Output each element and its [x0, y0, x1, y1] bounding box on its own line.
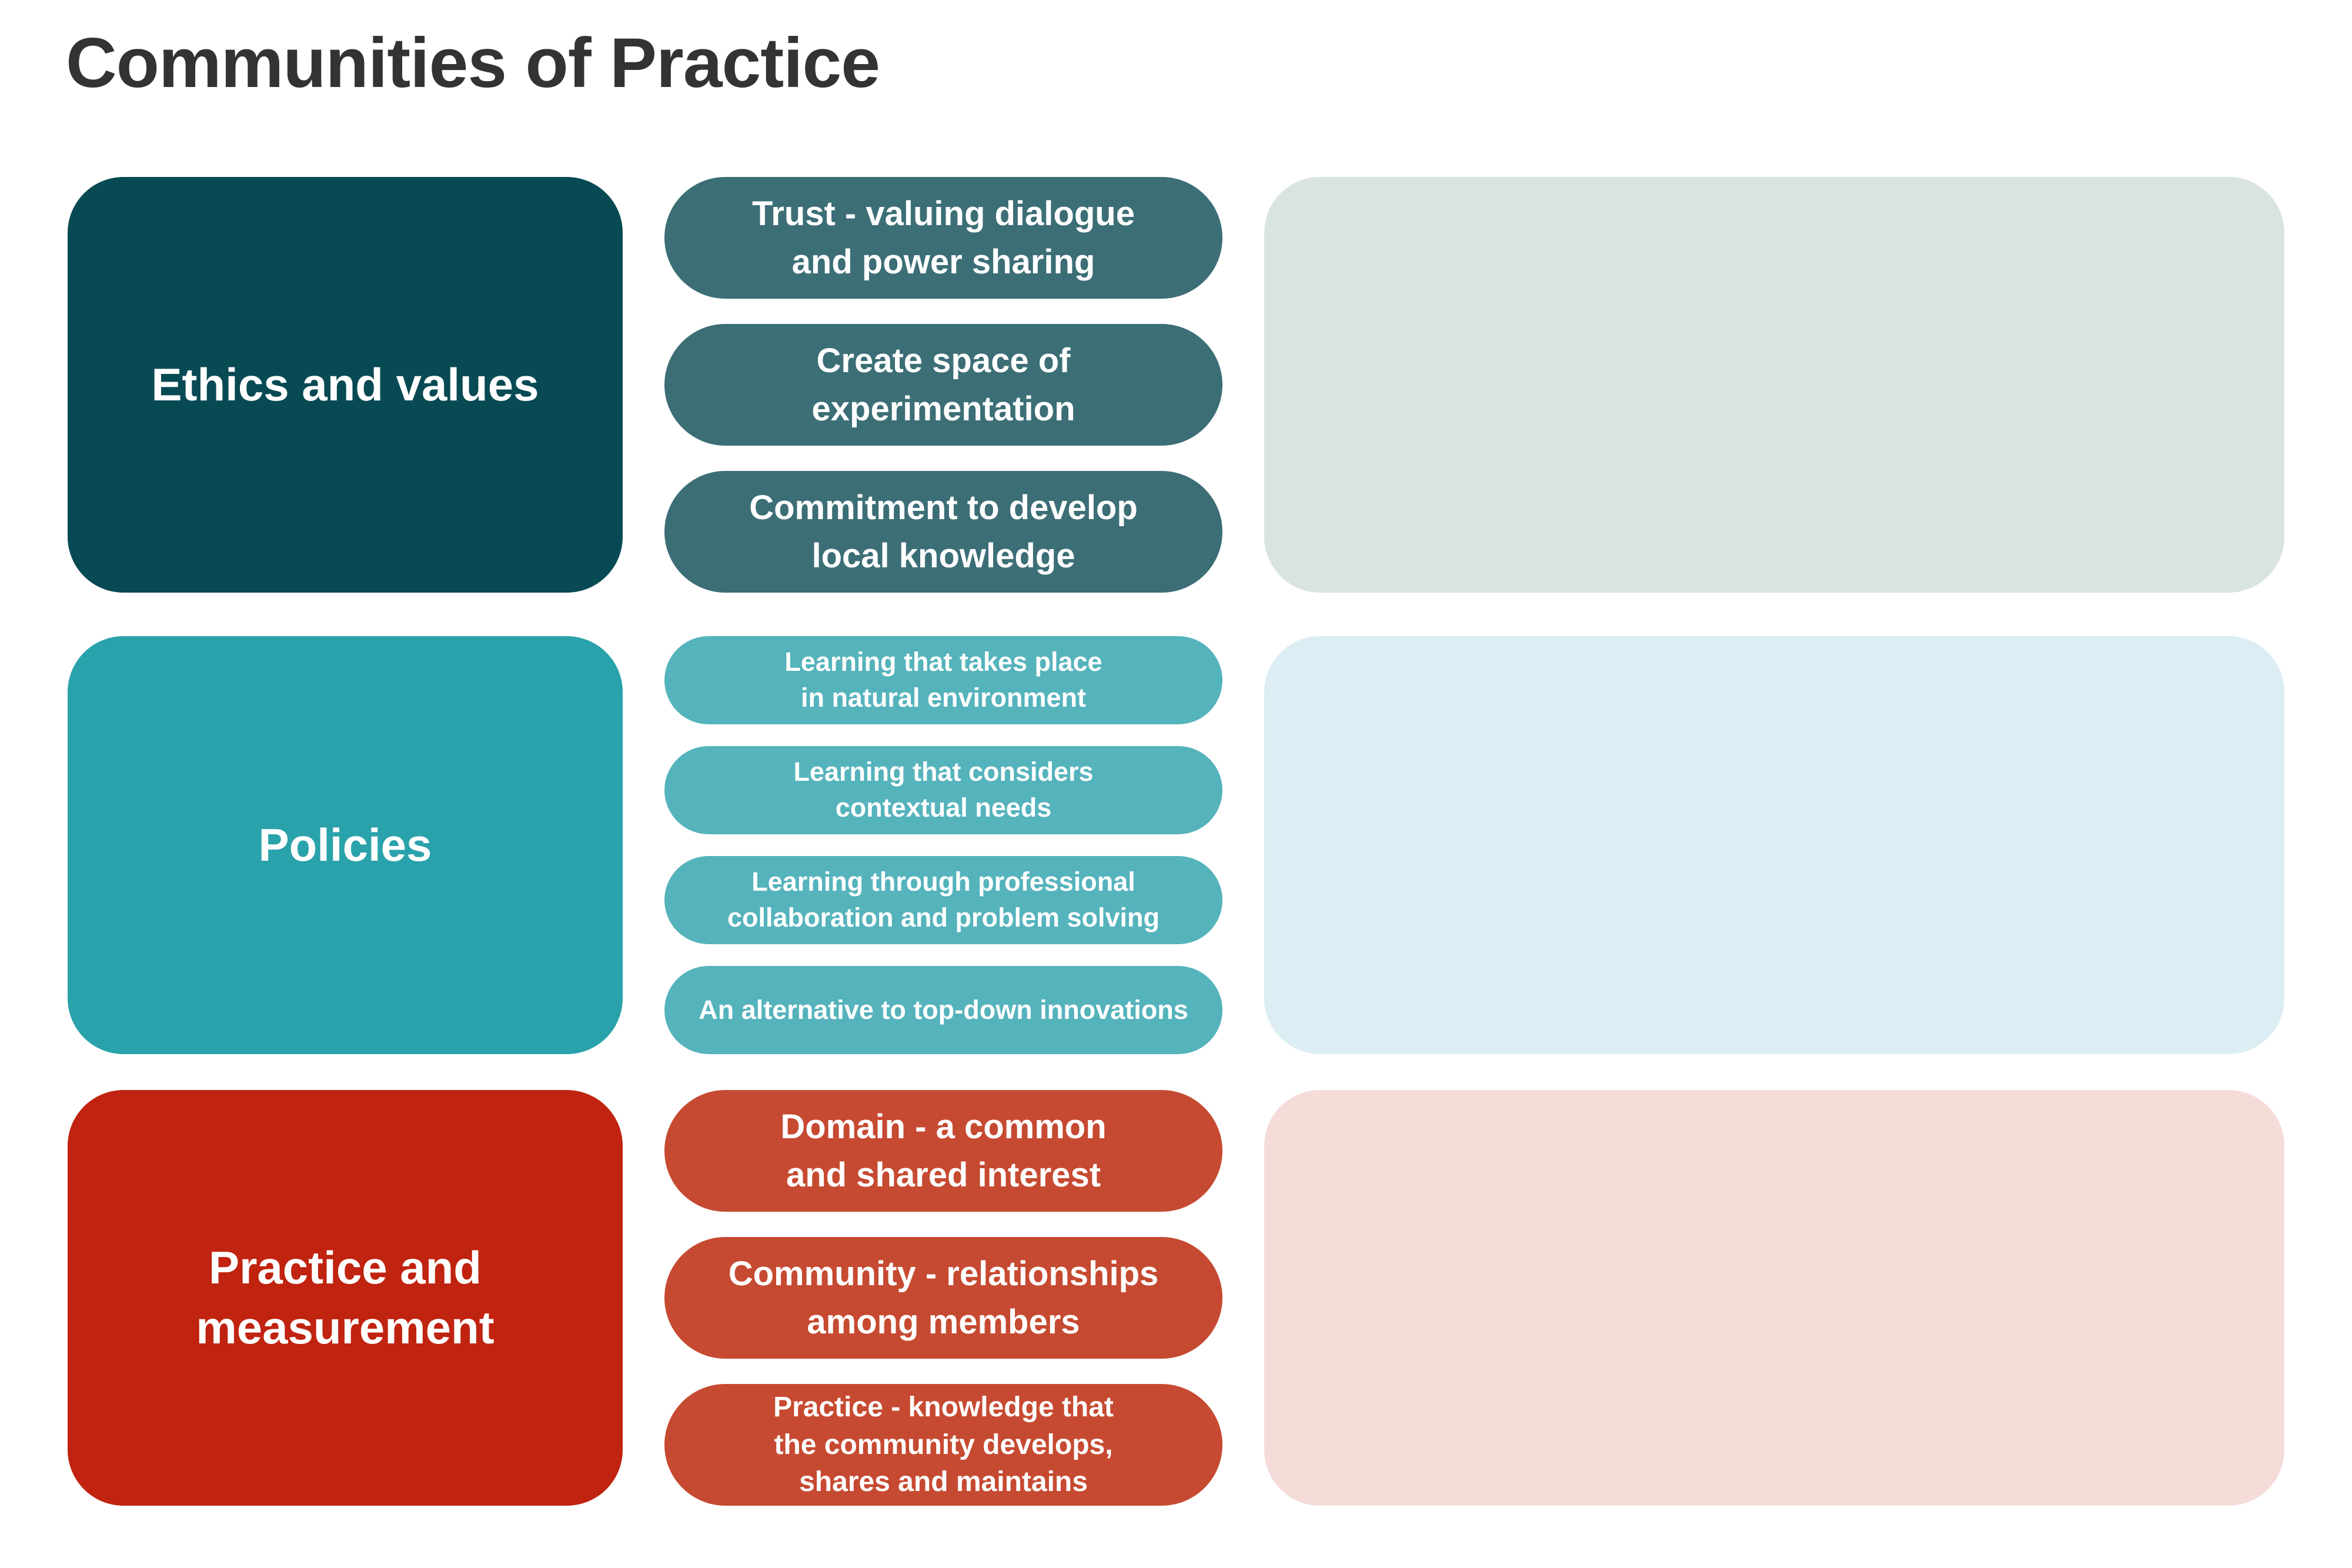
category-box-practice-and-measurement: Practice and measurement [68, 1090, 623, 1506]
page-title: Communities of Practice [66, 24, 880, 102]
pill-trust-dialogue-power-sharing: Trust - valuing dialogue and power shari… [664, 177, 1222, 299]
panel-practice-notes [1264, 1090, 2284, 1506]
pill-learning-professional-collaboration: Learning through professional collaborat… [664, 856, 1222, 944]
row-ethics-and-values: Ethics and values Trust - valuing dialog… [68, 177, 2284, 593]
pill-learning-natural-environment: Learning that takes place in natural env… [664, 636, 1222, 724]
pill-domain-shared-interest: Domain - a common and shared interest [664, 1090, 1222, 1212]
pill-column-policies: Learning that takes place in natural env… [664, 636, 1222, 1054]
panel-policies-notes [1264, 636, 2284, 1054]
row-practice-and-measurement: Practice and measurement Domain - a comm… [68, 1090, 2284, 1506]
pill-community-relationships: Community - relationships among members [664, 1237, 1222, 1359]
pill-column-practice: Domain - a common and shared interest Co… [664, 1090, 1222, 1506]
panel-ethics-notes [1264, 177, 2284, 593]
pill-practice-knowledge: Practice - knowledge that the community … [664, 1384, 1222, 1506]
row-policies: Policies Learning that takes place in na… [68, 636, 2284, 1054]
category-box-policies: Policies [68, 636, 623, 1054]
pill-column-ethics: Trust - valuing dialogue and power shari… [664, 177, 1222, 593]
category-box-ethics-and-values: Ethics and values [68, 177, 623, 593]
pill-learning-contextual-needs: Learning that considers contextual needs [664, 746, 1222, 834]
pill-commitment-local-knowledge: Commitment to develop local knowledge [664, 471, 1222, 593]
pill-create-space-experimentation: Create space of experimentation [664, 324, 1222, 446]
pill-alternative-top-down-innovations: An alternative to top-down innovations [664, 966, 1222, 1054]
